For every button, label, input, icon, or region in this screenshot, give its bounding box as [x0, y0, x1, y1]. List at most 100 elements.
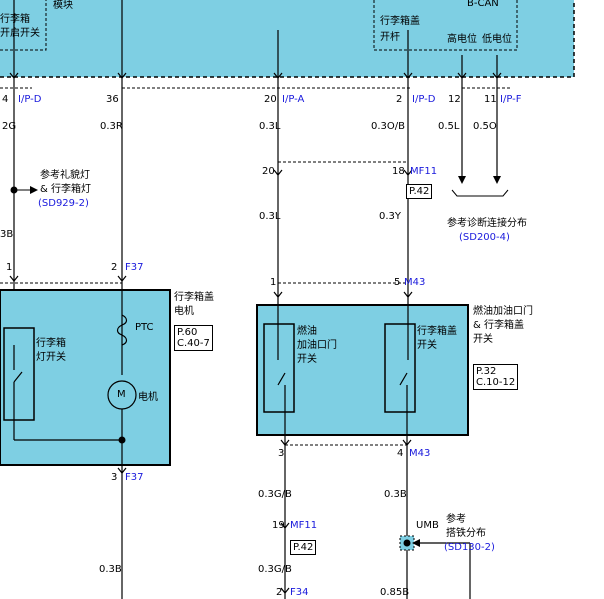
- mark-c17: [280, 587, 290, 594]
- fuel-module-title-line2: & 行李箱盖: [473, 320, 524, 331]
- top-left-switch-line1: 行李箱: [0, 14, 30, 25]
- ref-ground-line1: 参考: [446, 514, 466, 525]
- pin-c11: 1: [270, 277, 277, 288]
- arrow-bus-low: [493, 176, 501, 184]
- pin-c1: 4: [2, 94, 9, 105]
- wire-label-w8: 0.3Y: [379, 211, 402, 222]
- motor-junction: [118, 436, 126, 444]
- code-c3: I/P-A: [282, 94, 305, 105]
- trunk-switch-label-line1: 行李箱盖: [417, 326, 457, 337]
- ptc-label: PTC: [135, 322, 154, 333]
- pin-c2: 36: [106, 94, 119, 105]
- wire-label-w2: 0.3R: [100, 121, 123, 132]
- fuel-switch-box: [263, 323, 295, 413]
- ref-courtesy-line2: & 行李箱灯: [40, 184, 91, 195]
- trunk-motor-module: [0, 289, 171, 466]
- ptc-element: [116, 314, 128, 346]
- trunk-motor-title-line2: 电机: [174, 306, 194, 317]
- top-module-block: [0, 0, 574, 77]
- page-ref-p42b: P.42: [290, 540, 317, 555]
- top-left-subbox: [0, 0, 47, 51]
- fuel-module-page-ref: P.32 C.10-12: [473, 364, 519, 390]
- pin-c6: 11: [484, 94, 497, 105]
- pin-c9: 1: [6, 262, 13, 273]
- splice-label: UMB: [416, 520, 439, 531]
- wire-label-w12: 0.3B: [99, 564, 122, 575]
- trunk-motor-page-ref: P.60 C.40-7: [174, 325, 213, 351]
- lamp-switch-box: [3, 327, 35, 421]
- top-right-subbox: [373, 0, 518, 51]
- code-c10: F37: [125, 262, 144, 273]
- code-c4: I/P-D: [412, 94, 436, 105]
- top-right-switch-line2: 开杆: [380, 32, 400, 43]
- lamp-switch-lever: [13, 371, 23, 383]
- pin-c16: 19: [272, 520, 285, 531]
- wire-label-w9: 3B: [0, 229, 14, 240]
- wire-label-w1: 2G: [2, 121, 17, 132]
- pin-c12: 5: [394, 277, 401, 288]
- code-c8: MF11: [410, 166, 438, 177]
- arrow-bus-high: [458, 176, 466, 184]
- motor-label: 电机: [138, 392, 158, 403]
- wire-label-w7: 0.3L: [259, 211, 281, 222]
- trunk-switch-label-line2: 开关: [417, 340, 437, 351]
- wire-label-w13: 0.3G/B: [258, 564, 292, 575]
- mark-c5: [457, 72, 467, 79]
- code-c17: F34: [290, 587, 309, 598]
- ref-ground-code[interactable]: (SD130-2): [444, 542, 495, 553]
- ground-splice-dot: [403, 539, 411, 547]
- pin-c3: 20: [264, 94, 277, 105]
- wire-label-w6: 0.5O: [473, 121, 497, 132]
- mark-c3: [273, 72, 283, 79]
- top-left-switch-line2: 开启开关: [0, 28, 40, 39]
- code-c13: F37: [125, 472, 144, 483]
- pin-c5: 12: [448, 94, 461, 105]
- wire-label-w10: 0.3G/B: [258, 489, 292, 500]
- bus-low-label: 低电位: [482, 34, 512, 45]
- trunk-motor-title-line1: 行李箱盖: [174, 292, 214, 303]
- mark-c11: [273, 291, 283, 298]
- code-c16: MF11: [290, 520, 318, 531]
- motor-symbol-letter: M: [117, 389, 126, 400]
- ground-ref-arrow: [412, 539, 420, 547]
- fuel-module-title-line1: 燃油加油口门: [473, 306, 533, 317]
- ref-ground-line2: 搭铁分布: [446, 528, 486, 539]
- code-c6: I/P-F: [500, 94, 522, 105]
- wire-label-w5: 0.5L: [438, 121, 460, 132]
- mark-c12: [403, 291, 413, 298]
- top-left-module-label: 模块: [53, 0, 73, 11]
- mark-c6: [492, 72, 502, 79]
- mark-c13: [117, 467, 127, 474]
- bus-label: B-CAN: [467, 0, 499, 9]
- fuel-module-connector-ref: C.10-12: [476, 377, 516, 388]
- ref-arrow-left: [30, 186, 38, 194]
- fuel-switch-label-line3: 开关: [297, 354, 317, 365]
- trunk-switch-box: [384, 323, 416, 413]
- ref-diag-code[interactable]: (SD200-4): [459, 232, 510, 243]
- mark-c7: [273, 169, 283, 176]
- pin-c17: 2: [276, 587, 283, 598]
- pin-c7: 20: [262, 166, 275, 177]
- trunk-switch-lever: [399, 372, 408, 386]
- mark-c1: [9, 72, 19, 79]
- ref-courtesy-code[interactable]: (SD929-2): [38, 198, 89, 209]
- fuel-switch-label-line1: 燃油: [297, 326, 317, 337]
- wires-group: [13, 0, 498, 599]
- pin-c13: 3: [111, 472, 118, 483]
- code-c15: M43: [409, 448, 431, 459]
- lamp-switch-label-line2: 灯开关: [36, 352, 66, 363]
- pin-c8: 18: [392, 166, 405, 177]
- wire-label-w3: 0.3L: [259, 121, 281, 132]
- fuel-module-title-line3: 开关: [473, 334, 493, 345]
- mark-c2: [117, 72, 127, 79]
- wire-label-w4: 0.3O/B: [371, 121, 406, 132]
- mark-c9: [9, 275, 19, 282]
- diag-brace: [451, 189, 509, 197]
- lamp-switch-label-line1: 行李箱: [36, 338, 66, 349]
- fuel-module-page: P.32: [476, 366, 497, 377]
- top-module-dashed-edge: [0, 0, 575, 78]
- trunk-motor-connector-ref: C.40-7: [177, 338, 210, 349]
- mark-c8: [403, 169, 413, 176]
- fuel-switch-label-line2: 加油口门: [297, 340, 337, 351]
